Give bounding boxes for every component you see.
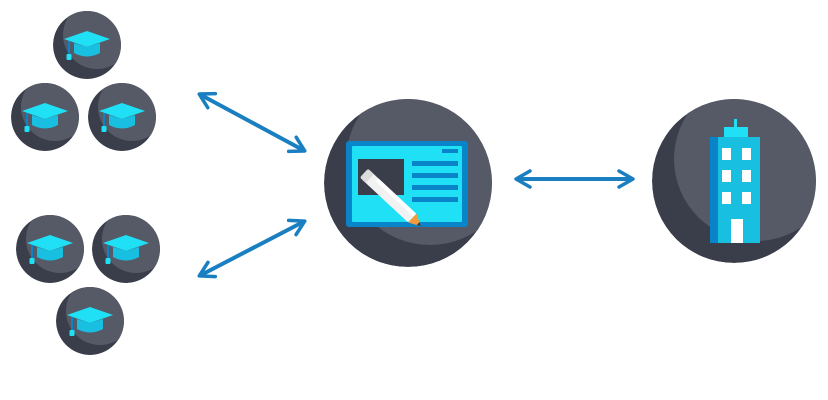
student-node-2 (11, 73, 89, 151)
student-node-1 (53, 1, 131, 79)
student-node-6 (56, 277, 134, 355)
student-node-4 (16, 205, 94, 283)
whiteboard-pencil-icon (346, 141, 468, 227)
student-node-3 (88, 73, 166, 151)
student-node-5 (92, 205, 170, 283)
arrow-top-students-to-platform (197, 91, 307, 154)
institution-node (652, 99, 816, 263)
office-building-icon (710, 119, 760, 243)
arrow-bottom-students-to-platform (197, 218, 307, 279)
platform-node (324, 99, 492, 267)
